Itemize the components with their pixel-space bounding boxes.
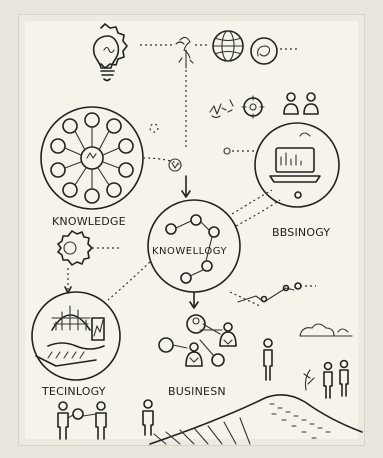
- person-standing-icon: [263, 338, 273, 381]
- business-network-icon: [158, 314, 237, 367]
- right-label: BBSINOGY: [272, 226, 330, 239]
- globe-icon: [212, 30, 244, 62]
- hill-icon: [149, 394, 363, 445]
- swirl-circle-icon: [250, 37, 278, 65]
- knowledge-label: KNOWLEDGE: [52, 215, 126, 228]
- lightbulb-gear-icon: [92, 23, 128, 82]
- tree-sketch-icon: [175, 36, 194, 69]
- cloud-icon: [299, 323, 353, 337]
- people-pair-icon: [303, 359, 349, 399]
- bottom-center-label: BUSINESN: [168, 385, 226, 398]
- bottom-left-label: TECINLOGY: [41, 385, 106, 398]
- laptop-circle-icon: [254, 122, 340, 208]
- gear-icon: [57, 230, 93, 266]
- knowledge-network-circle: [40, 106, 144, 210]
- people-left-icon: [57, 401, 107, 440]
- sun-circle-icon: [241, 95, 265, 119]
- center-label: KNOWELLOGY: [152, 246, 228, 257]
- people-icon: [283, 92, 319, 115]
- landscape-circle-icon: [31, 291, 121, 381]
- person-bottom-center-icon: [142, 399, 154, 436]
- sketch-symbols-icon: [209, 99, 234, 119]
